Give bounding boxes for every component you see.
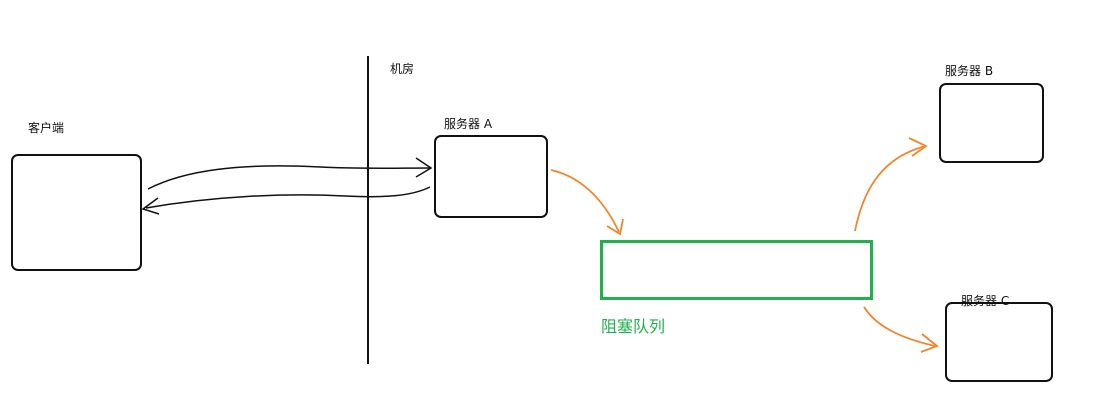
blocking-queue-label: 阻塞队列 (601, 317, 666, 336)
datacenter-label: 机房 (390, 62, 415, 76)
enqueue-arrow (550, 169, 620, 233)
client-label: 客户端 (28, 121, 65, 135)
server-c-box (945, 302, 1053, 382)
blocking-queue-box (600, 240, 873, 300)
server-b-box (939, 83, 1044, 163)
request-arrow-head-icon (415, 157, 433, 178)
dequeue-b-arrow-head-icon (908, 137, 928, 157)
client-box (11, 154, 142, 271)
response-arrow-head-icon (141, 197, 160, 215)
response-arrow (145, 186, 431, 209)
server-a-box (434, 135, 548, 218)
dequeue-b-arrow (854, 145, 927, 232)
request-arrow (147, 165, 431, 190)
server-b-label: 服务器 B (945, 64, 994, 78)
enqueue-arrow-head-icon (606, 218, 624, 236)
dequeue-c-arrow (863, 306, 936, 347)
dequeue-c-arrow-head-icon (920, 333, 939, 353)
server-a-label: 服务器 A (444, 117, 493, 131)
server-c-label: 服务器 C (961, 294, 1010, 308)
